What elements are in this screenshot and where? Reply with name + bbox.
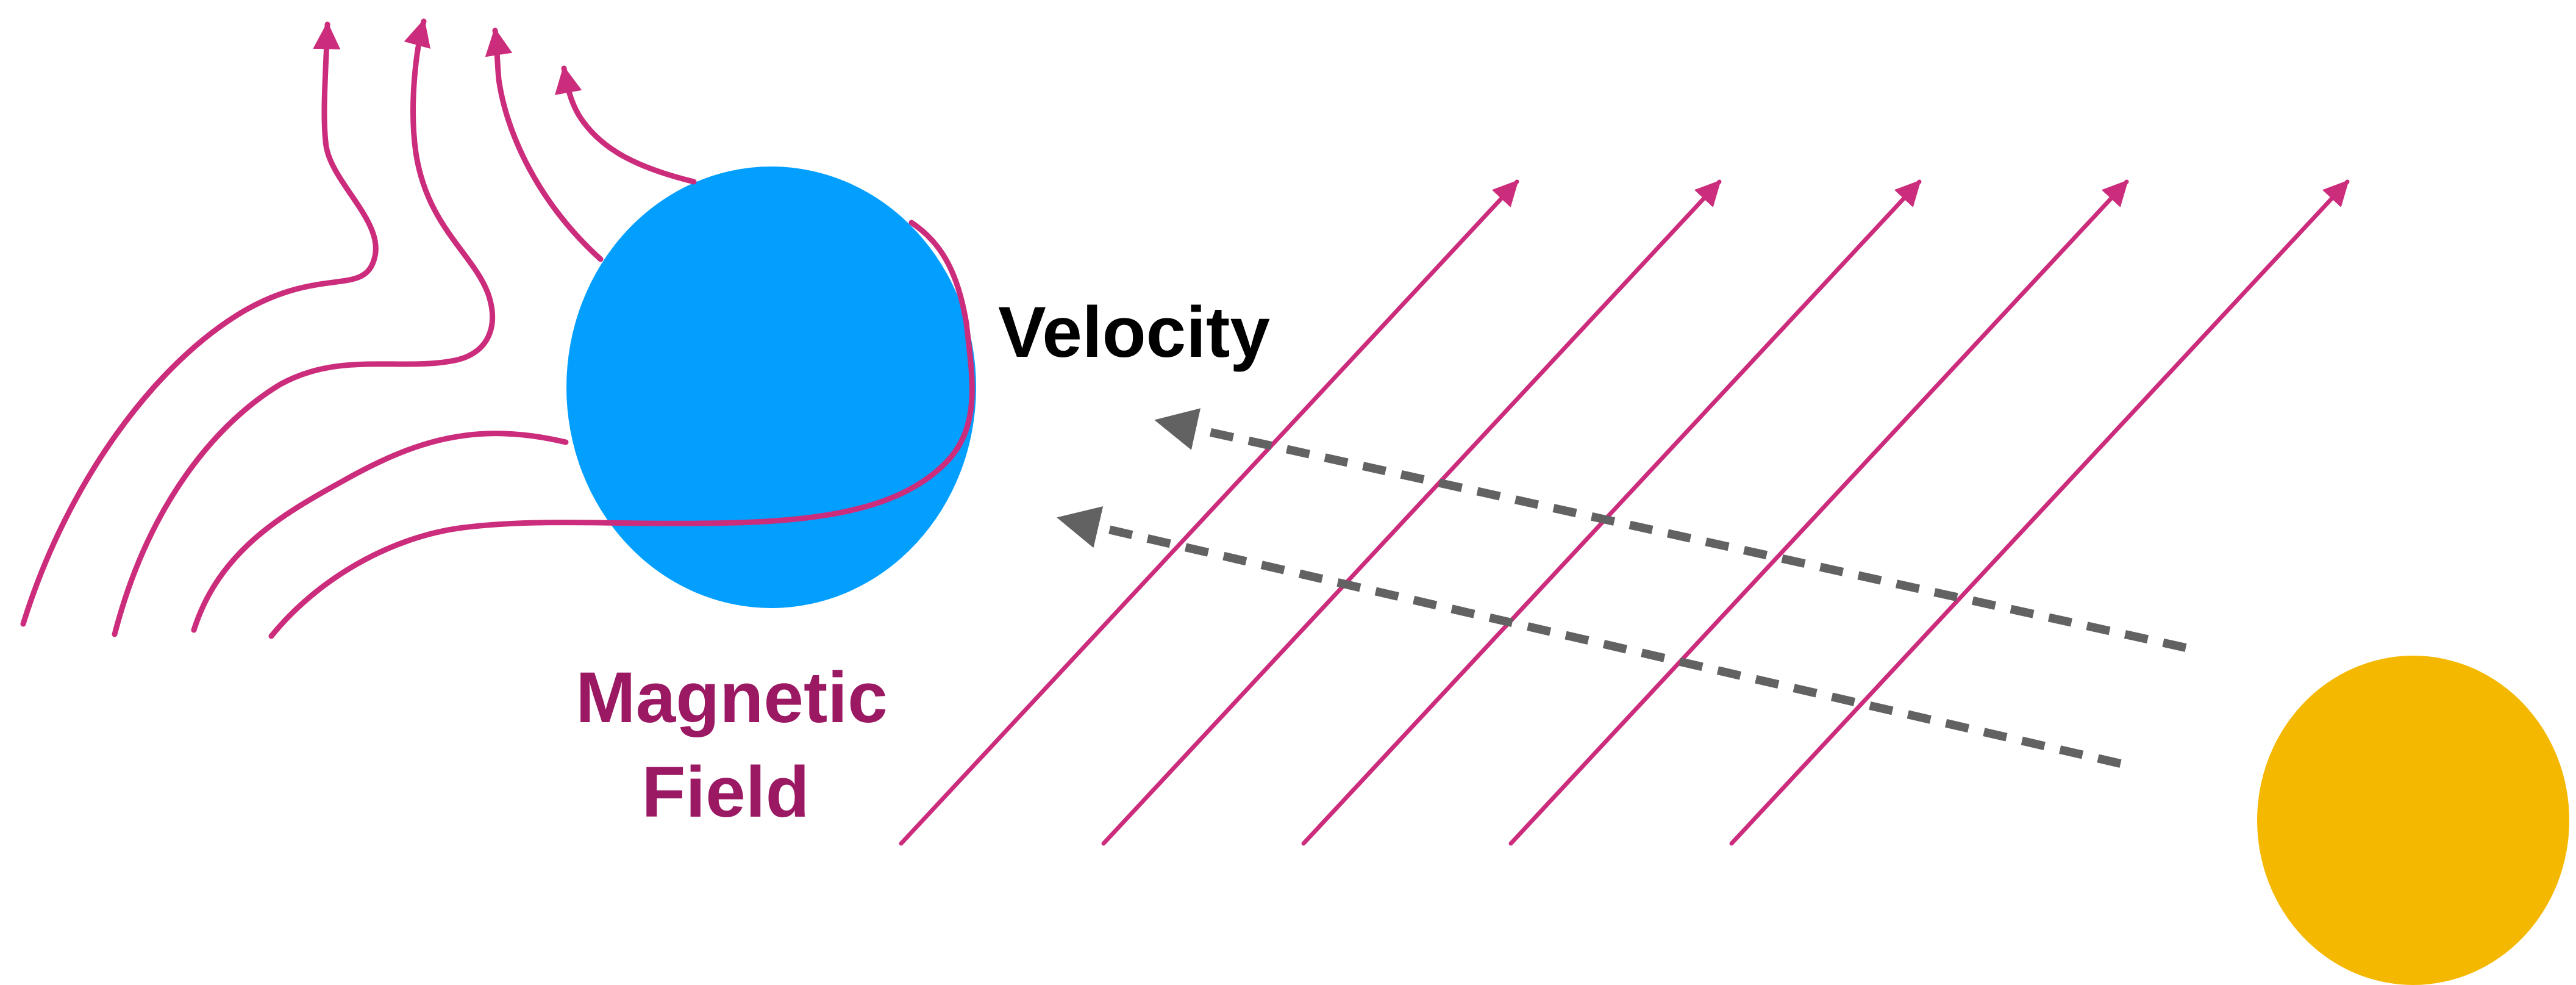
planet-circle — [566, 167, 976, 608]
field-line-curve-1 — [20, 21, 379, 627]
field-line-straight-4 — [1508, 179, 2129, 846]
field-line-curve-3 — [191, 431, 569, 633]
field-line-curve-3-top — [485, 27, 604, 262]
field-line-straight-2 — [1101, 179, 1722, 846]
velocity-arrow-2 — [1057, 506, 2122, 768]
magnetic-field-label-line2: Field — [641, 752, 810, 833]
velocity-arrows — [1057, 408, 2187, 768]
planet-field-lines — [20, 18, 975, 639]
field-line-straight-1 — [899, 179, 1519, 846]
sun-circle — [2257, 656, 2569, 985]
field-line-straight-3 — [1301, 179, 1922, 846]
field-line-curve-2 — [112, 18, 496, 637]
velocity-label: Velocity — [998, 292, 1271, 373]
field-line-straight-5 — [1729, 179, 2350, 846]
interplanetary-field-lines — [899, 179, 2350, 846]
field-line-curve-4 — [268, 220, 975, 639]
magnetic-field-label-line1: Magnetic — [576, 657, 888, 738]
velocity-arrow-1 — [1154, 408, 2187, 652]
field-line-curve-4-top — [554, 65, 697, 185]
